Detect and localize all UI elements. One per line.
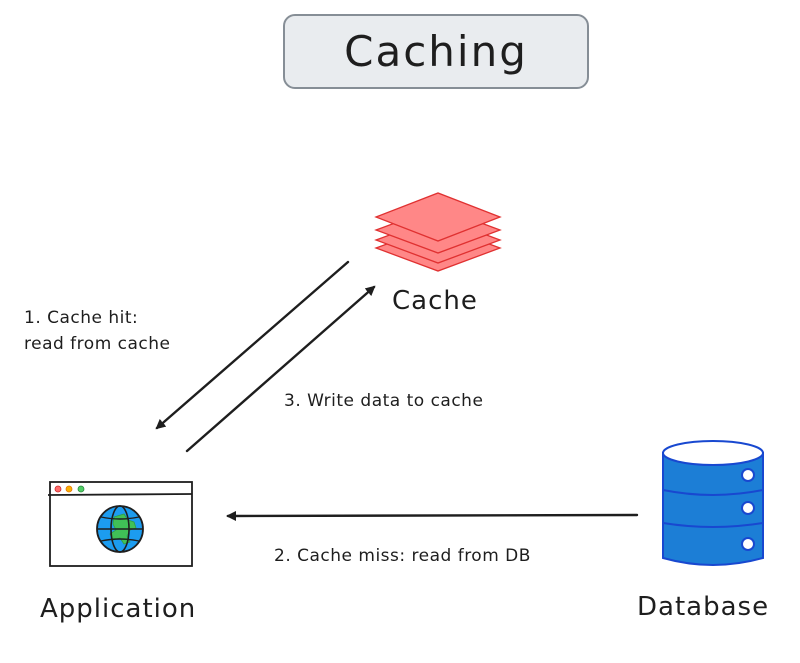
edge-label-line: 1. Cache hit: <box>24 308 139 328</box>
database-light-3 <box>741 537 755 551</box>
cache-label: Cache <box>392 286 478 316</box>
layers-icon <box>374 192 502 272</box>
database-light-1 <box>741 468 755 482</box>
title-box: Caching <box>283 14 589 89</box>
database-body <box>662 452 764 566</box>
browser-toolbar-line <box>47 493 193 496</box>
window-dot-green <box>77 485 85 493</box>
database-icon <box>662 440 764 566</box>
arrow-write-cache <box>185 285 376 453</box>
database-label: Database <box>637 592 770 622</box>
edge-label-line: 3. Write data to cache <box>284 391 484 411</box>
browser-globe-icon <box>47 481 193 567</box>
database-band-1 <box>662 489 764 496</box>
window-dot-yellow <box>65 485 73 493</box>
database-light-2 <box>741 501 755 515</box>
arrow-cache-miss <box>226 510 639 521</box>
edge-label-cache-miss: 2. Cache miss: read from DB <box>274 543 531 569</box>
cache-layer-1 <box>374 192 502 242</box>
diagram-title: Caching <box>344 27 528 76</box>
database-band-2 <box>662 522 764 528</box>
edge-label-write-cache: 3. Write data to cache <box>284 388 483 414</box>
application-label: Application <box>40 594 197 624</box>
edge-label-line: read from cache <box>24 334 171 354</box>
globe-icon <box>96 505 144 553</box>
edge-label-cache-hit: 1. Cache hit: read from cache <box>24 305 171 357</box>
database-top <box>662 440 764 466</box>
window-dot-red <box>54 485 62 493</box>
arrow-cache-hit <box>155 260 350 430</box>
edge-label-line: 2. Cache miss: read from DB <box>274 546 531 566</box>
